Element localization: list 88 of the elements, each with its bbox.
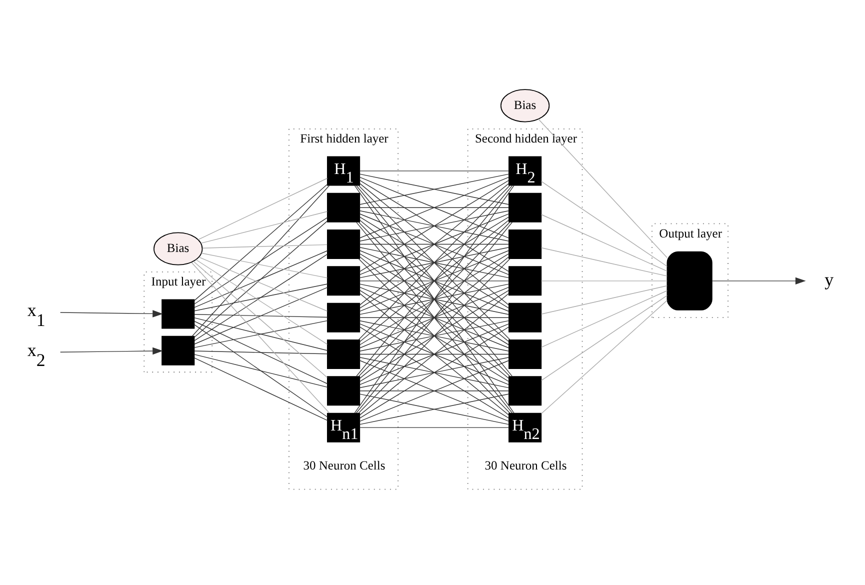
connector (359, 280, 510, 281)
connector (359, 283, 510, 314)
node-box (508, 192, 542, 222)
connector (540, 294, 668, 380)
connector (359, 289, 510, 382)
node-label: 30 Neuron Cells (303, 458, 386, 472)
connector (194, 354, 328, 388)
connector (359, 252, 510, 345)
connector (194, 320, 328, 384)
connector (359, 206, 510, 208)
connector (359, 320, 510, 351)
connector (540, 214, 668, 272)
arrow (712, 276, 806, 284)
node-box (162, 298, 195, 328)
connector (540, 180, 668, 266)
connector (359, 316, 510, 318)
connector (359, 243, 510, 244)
cluster: Input layer (144, 271, 213, 372)
arrow (60, 310, 163, 317)
node-label: 30 Neuron Cells (484, 458, 567, 472)
connector (356, 221, 513, 413)
node-box (666, 250, 712, 310)
connector (359, 353, 510, 354)
connector (198, 177, 328, 240)
connector (358, 184, 510, 340)
connector (194, 286, 328, 344)
connector (191, 262, 330, 413)
connector (194, 283, 328, 311)
node-ellipse: Bias (154, 232, 203, 265)
connector (358, 258, 510, 414)
connector (359, 326, 510, 418)
node-ellipse: Bias (500, 88, 550, 122)
node-box (508, 229, 542, 259)
connector (359, 179, 510, 272)
connector (200, 210, 328, 244)
connector (359, 250, 510, 312)
connector (359, 292, 510, 415)
connector (192, 184, 330, 336)
connector (359, 360, 510, 422)
connector (358, 221, 510, 376)
node-box (508, 339, 542, 368)
node-box (326, 302, 360, 332)
arrow (60, 346, 163, 354)
connector (194, 324, 328, 417)
node-text: y (824, 268, 834, 289)
node-box (326, 376, 360, 406)
connector (359, 170, 510, 171)
node-box (326, 229, 360, 259)
connector (194, 314, 328, 318)
connector (359, 210, 510, 241)
connector (540, 284, 668, 314)
node-box (162, 335, 195, 365)
connector (359, 393, 510, 424)
connector (194, 220, 328, 338)
connector (359, 246, 510, 278)
connector (359, 356, 510, 388)
connector (359, 390, 510, 391)
connector (538, 118, 668, 258)
connector (359, 286, 510, 348)
connector (359, 216, 510, 308)
connector (359, 256, 510, 378)
cluster: Output layer (652, 222, 728, 318)
connector (359, 176, 510, 238)
connector (194, 183, 328, 300)
node-box (326, 266, 360, 296)
connector (194, 216, 328, 304)
connector (359, 182, 510, 305)
connector (540, 246, 668, 276)
connector (198, 256, 328, 311)
connector (194, 350, 328, 354)
connector (201, 252, 328, 278)
connector (540, 290, 668, 348)
node-box (326, 339, 360, 368)
node-box (508, 376, 542, 406)
connector (356, 184, 513, 376)
node-box (326, 192, 360, 222)
connector (540, 280, 668, 281)
connector (359, 173, 510, 204)
connector (194, 357, 328, 420)
connector (359, 219, 510, 342)
connector (194, 250, 328, 308)
node-box (508, 266, 542, 296)
connector (202, 244, 328, 248)
connector (359, 426, 510, 428)
connector (193, 260, 328, 378)
node-box (508, 302, 542, 332)
connector (540, 299, 668, 414)
connector (359, 322, 510, 385)
